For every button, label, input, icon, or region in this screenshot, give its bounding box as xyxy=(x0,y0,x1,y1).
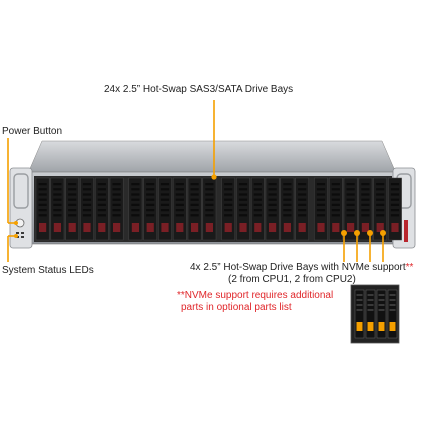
label-nvme-stars: ** xyxy=(405,262,414,273)
drive-release-tab xyxy=(376,223,384,232)
drive-release-tab xyxy=(283,223,291,232)
drive-bay xyxy=(109,177,124,241)
drive-release-tab xyxy=(53,223,61,232)
drive-release-tab xyxy=(131,223,139,232)
drive-release-tab xyxy=(254,223,262,232)
nvme-carrier xyxy=(354,289,365,339)
drive-bay xyxy=(236,177,250,241)
label-nvme-bays-text: 4x 2.5” Hot-Swap Drive Bays with NVMe su… xyxy=(190,262,406,273)
nvme-carrier xyxy=(376,289,387,339)
label-power-button: Power Button xyxy=(2,126,63,137)
label-nvme-bays: 4x 2.5” Hot-Swap Drive Bays with NVMe su… xyxy=(190,262,413,274)
left-rack-ear xyxy=(9,167,33,249)
drive-bay xyxy=(250,177,265,241)
drive-release-tab xyxy=(39,223,47,232)
nvme-carrier-closeup xyxy=(350,284,400,344)
drive-bay xyxy=(50,177,65,241)
nvme-carrier xyxy=(387,289,398,339)
drive-release-tab xyxy=(347,223,355,232)
nvme-carrier xyxy=(365,289,376,339)
callout-dots xyxy=(14,174,386,238)
drive-bay xyxy=(221,177,236,241)
drive-release-tab xyxy=(68,223,76,232)
drive-release-tab xyxy=(161,223,169,232)
drive-release-tab xyxy=(83,223,91,232)
drive-bay xyxy=(158,177,172,241)
drive-release-tab xyxy=(298,223,306,232)
drive-release-tab xyxy=(269,223,277,232)
nvme-note-line1: **NVMe support requires additional xyxy=(177,290,334,301)
drive-release-tab xyxy=(361,223,369,232)
label-nvme-cpu-split: (2 from CPU1, 2 from CPU2) xyxy=(228,274,356,285)
drive-release-tab xyxy=(332,223,340,232)
drive-release-tab xyxy=(391,223,399,232)
drive-bay xyxy=(35,177,50,241)
drive-bay xyxy=(172,177,187,241)
drive-bays xyxy=(35,177,402,241)
drive-bay xyxy=(295,177,310,241)
drive-release-tab xyxy=(113,223,121,232)
nvme-note-line2: parts in optional parts list xyxy=(181,302,292,313)
drive-release-tab xyxy=(191,223,199,232)
drive-bay xyxy=(373,177,388,241)
drive-bay xyxy=(358,177,373,241)
drive-bay xyxy=(128,177,143,241)
drive-bay xyxy=(187,177,202,241)
drive-bay xyxy=(143,177,158,241)
drive-bay xyxy=(265,177,280,241)
drive-release-tab xyxy=(146,223,154,232)
drive-release-tab xyxy=(239,223,247,232)
drive-release-tab xyxy=(98,223,106,232)
drive-bay xyxy=(328,177,343,241)
drive-bay xyxy=(280,177,295,241)
drive-bay xyxy=(94,177,109,241)
chassis-top-cover xyxy=(27,140,397,174)
drive-bay xyxy=(80,177,94,241)
drive-bay xyxy=(343,177,358,241)
drive-release-tab xyxy=(317,223,325,232)
drive-release-tab xyxy=(176,223,184,232)
drive-bay xyxy=(65,177,80,241)
drive-bay xyxy=(202,177,217,241)
drive-bay xyxy=(314,177,328,241)
label-status-leds: System Status LEDs xyxy=(2,265,94,276)
drive-release-tab xyxy=(224,223,232,232)
drive-bay xyxy=(388,177,402,241)
drive-release-tab xyxy=(205,223,213,232)
label-sas-sata-bays: 24x 2.5” Hot-Swap SAS3/SATA Drive Bays xyxy=(104,84,294,95)
